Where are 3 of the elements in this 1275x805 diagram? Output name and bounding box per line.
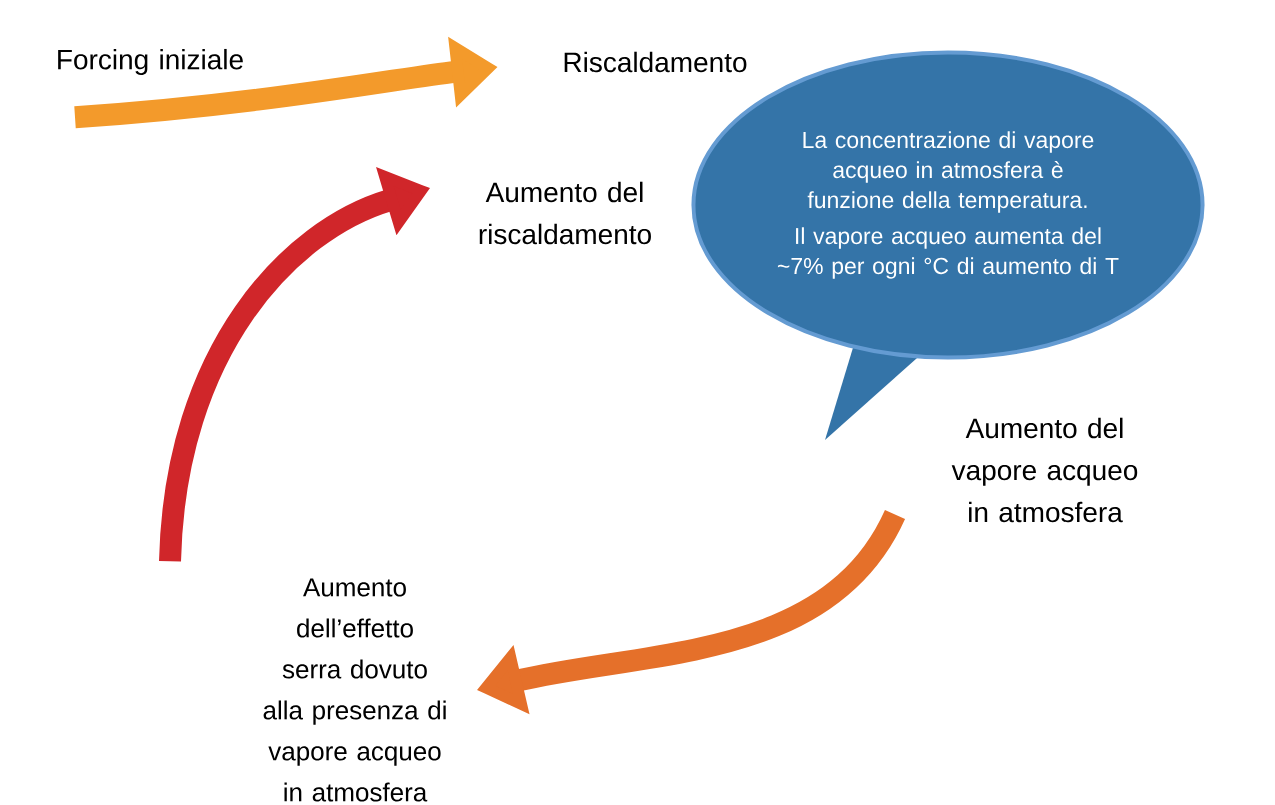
label-text: Aumento dell’effetto serra dovuto alla presenza di vapore acqueo in atmosfera — [263, 578, 446, 802]
label-text: Forcing iniziale — [58, 48, 243, 76]
label-text: Aumento del riscaldamento — [479, 181, 651, 245]
